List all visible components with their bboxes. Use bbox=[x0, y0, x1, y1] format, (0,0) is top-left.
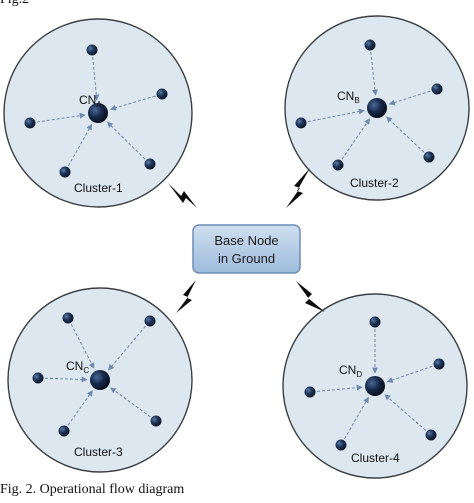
cluster-label: Cluster-3 bbox=[74, 445, 123, 459]
cluster-head-label: CNC bbox=[66, 359, 89, 375]
sensor-node-icon bbox=[86, 44, 98, 56]
base-node-box bbox=[192, 224, 301, 274]
link-line bbox=[307, 108, 365, 123]
link-line bbox=[344, 396, 369, 440]
link-line bbox=[36, 112, 86, 123]
cluster-head-icon bbox=[90, 370, 110, 390]
link-line bbox=[370, 51, 378, 96]
link-line bbox=[386, 365, 433, 383]
cluster-label: Cluster-2 bbox=[350, 176, 399, 190]
sensor-node-icon bbox=[32, 372, 44, 384]
figure-caption: Fig. 2. Operational flow diagram bbox=[0, 482, 185, 497]
sensor-node-icon bbox=[144, 158, 156, 170]
sensor-node-icon bbox=[433, 358, 445, 370]
sensor-node-icon bbox=[332, 159, 344, 171]
cluster-1-sensor-nodes bbox=[24, 44, 168, 178]
cluster-3-sensor-nodes bbox=[32, 312, 162, 437]
link-line bbox=[388, 90, 431, 106]
sensor-node-icon bbox=[431, 83, 443, 95]
sensor-node-icon bbox=[24, 117, 36, 129]
cluster-3-links bbox=[44, 323, 151, 426]
cluster-4: CND Cluster-4 bbox=[282, 293, 468, 479]
base-node-label-line1: Base Node bbox=[214, 233, 278, 248]
sensor-node-icon bbox=[364, 39, 376, 51]
sensor-node-icon bbox=[425, 429, 437, 441]
cluster-head-icon bbox=[365, 376, 385, 396]
sensor-node-icon bbox=[335, 439, 347, 451]
link-line bbox=[44, 376, 88, 383]
link-line bbox=[106, 121, 146, 160]
cluster-head-icon bbox=[367, 98, 387, 118]
link-line bbox=[341, 118, 371, 160]
lightning-bolt-icon bbox=[286, 168, 310, 208]
link-line bbox=[384, 394, 427, 431]
link-line bbox=[92, 56, 100, 101]
lightning-bolt-icon bbox=[168, 183, 197, 208]
cluster-2-sensor-nodes bbox=[295, 39, 443, 171]
cluster-3: CNC Cluster-3 bbox=[7, 287, 193, 473]
cluster-2-links bbox=[307, 51, 431, 160]
sensor-node-icon bbox=[58, 425, 70, 437]
sensor-node-icon bbox=[369, 316, 381, 328]
sensor-node-icon bbox=[150, 415, 162, 427]
base-node-label-line2: in Ground bbox=[218, 251, 275, 266]
base-node: Base Node in Ground bbox=[192, 224, 301, 274]
cluster-head-label: CND bbox=[339, 363, 362, 379]
wireless-links bbox=[168, 168, 325, 313]
link-line bbox=[67, 123, 93, 167]
sensor-node-icon bbox=[295, 117, 307, 129]
cluster-head-icon bbox=[88, 103, 108, 123]
sensor-node-icon bbox=[304, 386, 316, 398]
cluster-label: Cluster-1 bbox=[74, 181, 123, 195]
lightning-bolt-icon bbox=[296, 281, 325, 312]
cluster-1: CNA Cluster-1 bbox=[3, 18, 193, 208]
link-line bbox=[70, 323, 95, 369]
sensor-node-icon bbox=[144, 315, 156, 327]
link-line bbox=[109, 95, 156, 111]
figure-header-text: Fig.2 bbox=[0, 0, 29, 8]
cluster-2: CNB Cluster-2 bbox=[284, 15, 470, 201]
sensor-node-icon bbox=[156, 88, 168, 100]
cluster-4-links bbox=[316, 329, 433, 440]
cluster-1-links bbox=[36, 56, 156, 167]
lightning-bolt-icon bbox=[176, 280, 196, 313]
link-line bbox=[386, 116, 425, 153]
link-line bbox=[316, 384, 363, 392]
sensor-node-icon bbox=[62, 312, 74, 324]
link-line bbox=[67, 390, 93, 426]
link-line bbox=[108, 325, 146, 371]
cluster-4-sensor-nodes bbox=[304, 316, 445, 451]
cluster-label: Cluster-4 bbox=[351, 451, 400, 465]
cluster-head-label: CNB bbox=[337, 89, 360, 105]
sensor-node-icon bbox=[423, 151, 435, 163]
link-line bbox=[110, 387, 151, 418]
cluster-head-label: CNA bbox=[79, 93, 102, 109]
sensor-node-icon bbox=[59, 166, 71, 178]
